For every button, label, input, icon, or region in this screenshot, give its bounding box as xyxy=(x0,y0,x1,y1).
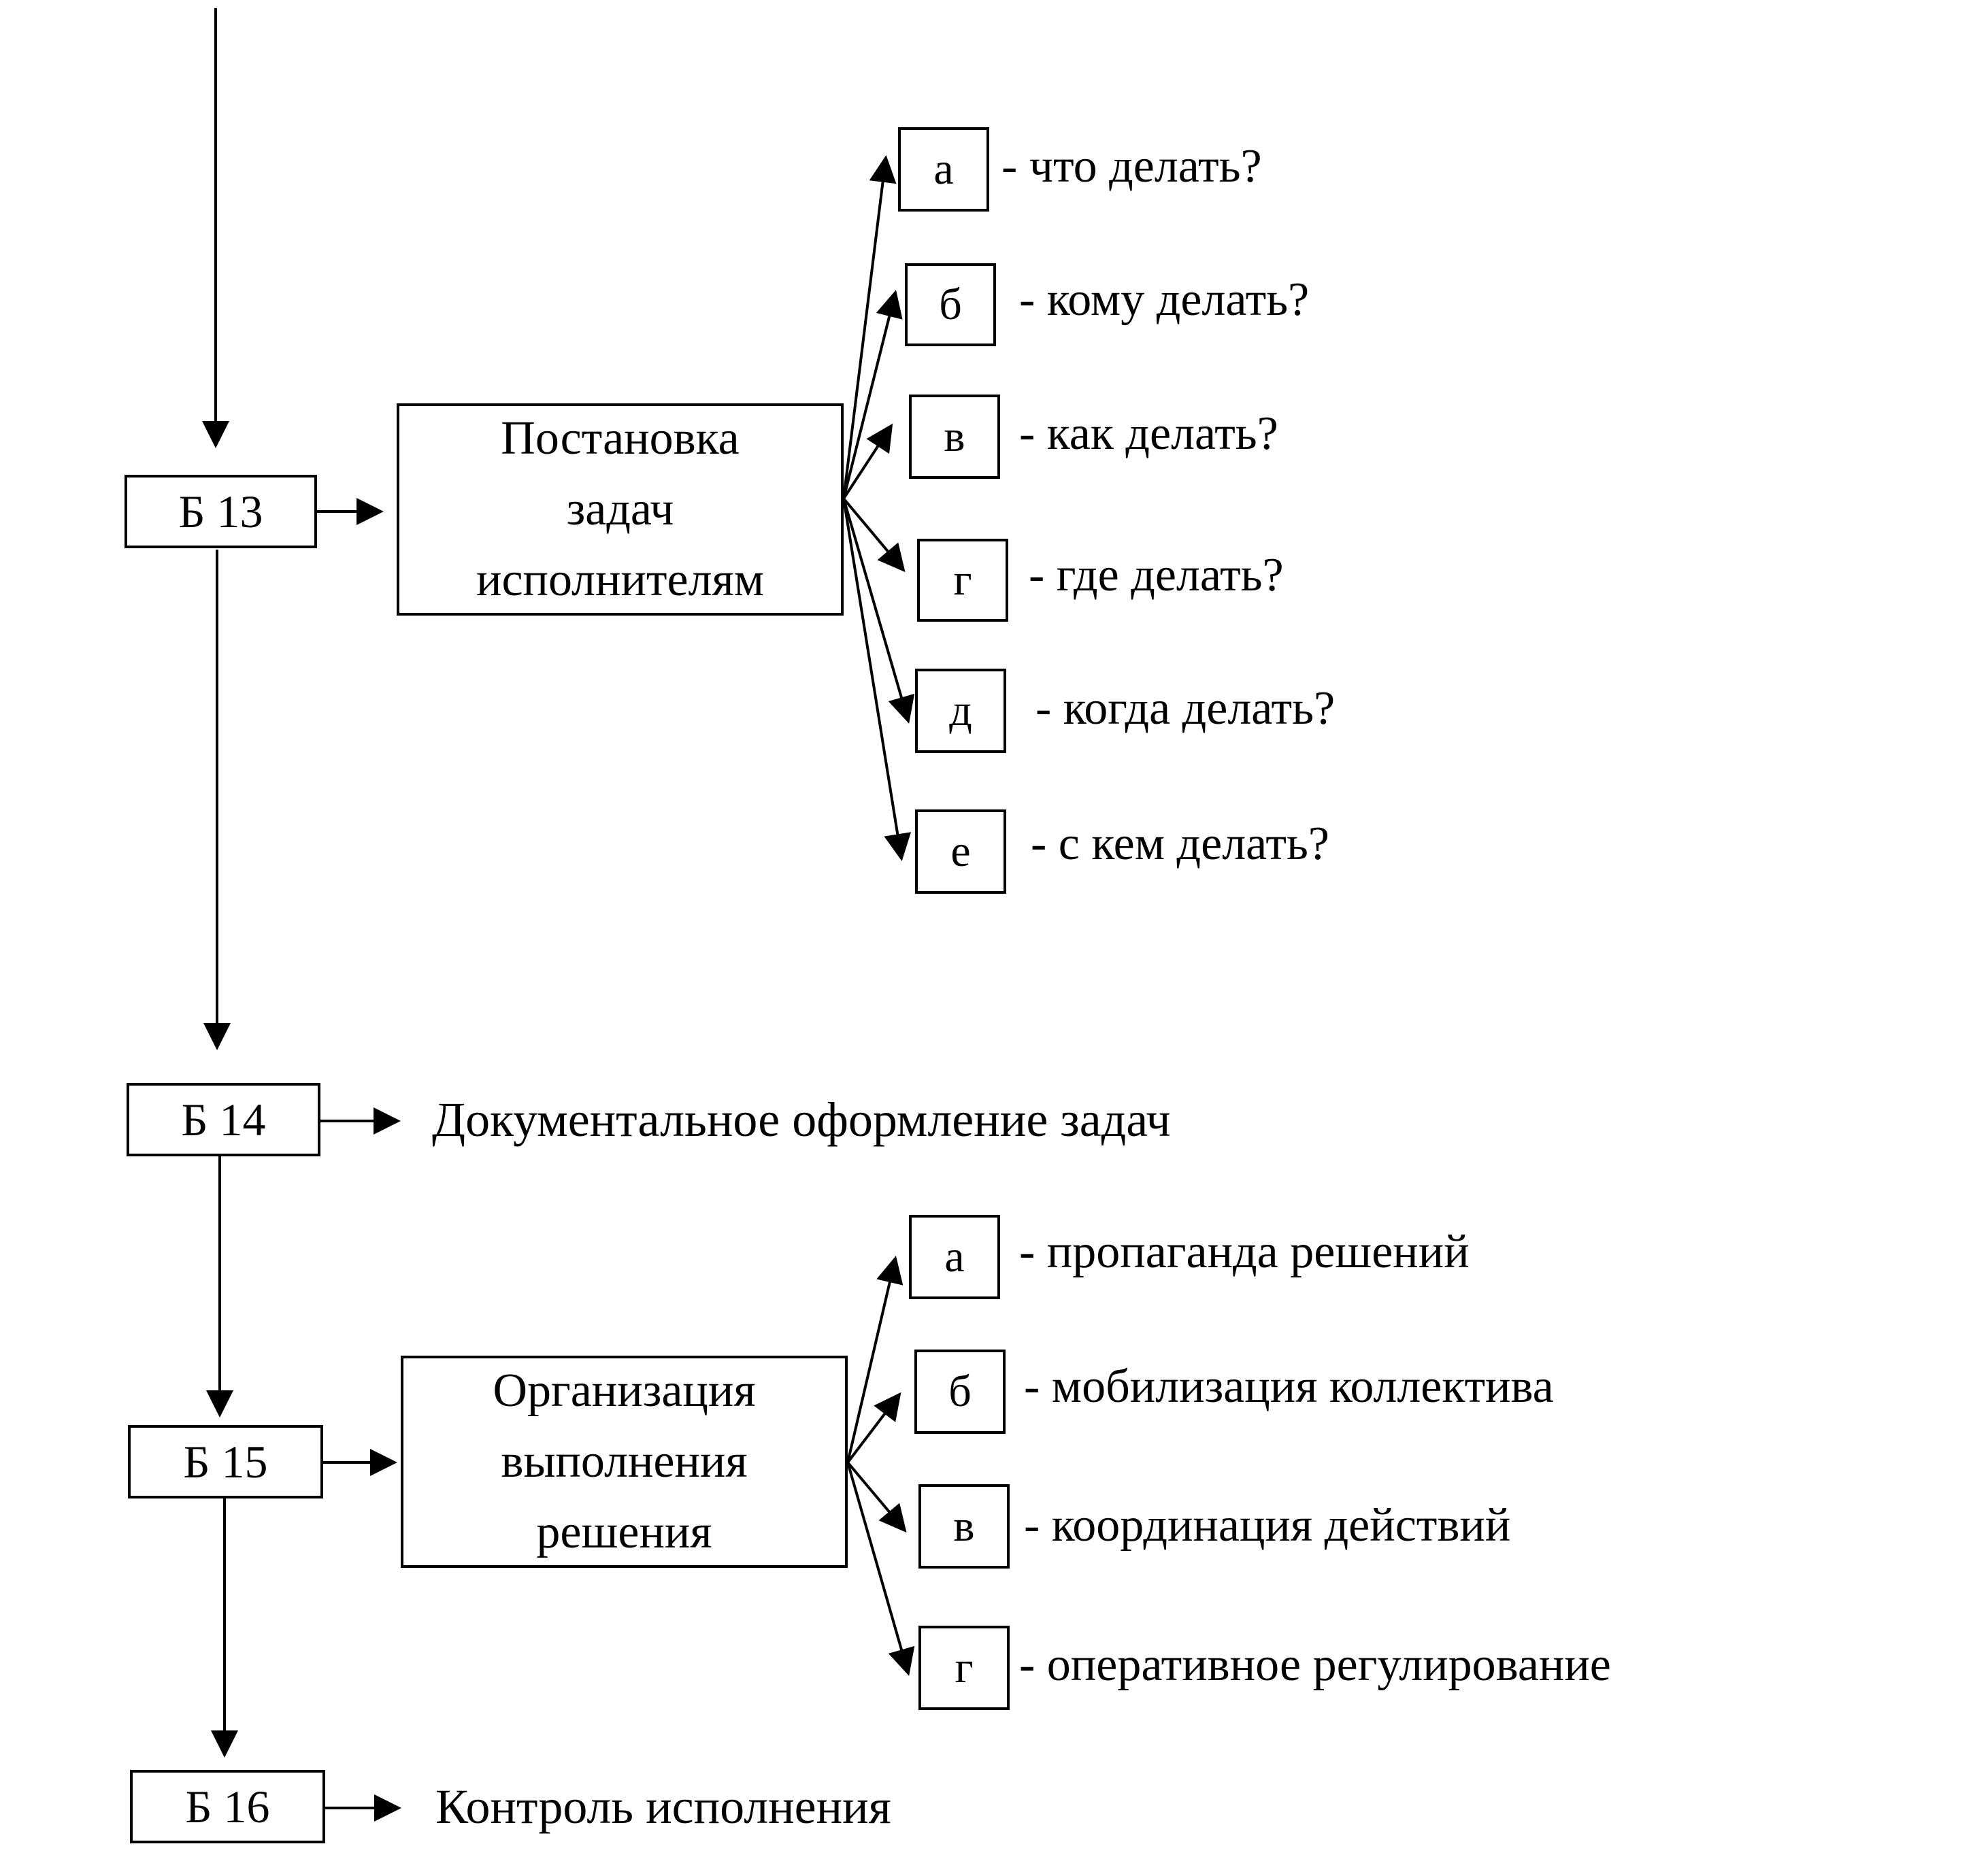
documentation-label: Документальное оформление задач xyxy=(432,1092,1171,1147)
execution-control-label: Контроль исполнения xyxy=(435,1779,891,1834)
fan13-a xyxy=(842,155,897,499)
fan13-e xyxy=(842,498,912,861)
step-b16: Б 16 xyxy=(130,1770,325,1843)
task-item-d-text: - когда делать? xyxy=(1035,682,1336,735)
step-b13: Б 13 xyxy=(125,475,317,548)
task-item-d-box: д xyxy=(915,669,1006,753)
fan15-g xyxy=(846,1462,915,1676)
execution-organization-line-2: выполнения xyxy=(501,1435,748,1488)
task-assignment-line-2: задач xyxy=(566,483,674,535)
task-item-g-text: - где делать? xyxy=(1029,549,1284,601)
execution-item-b-box: б xyxy=(914,1350,1006,1434)
fan13-b xyxy=(842,290,903,499)
execution-item-v-box: в xyxy=(918,1484,1010,1569)
fan13-g xyxy=(842,497,906,573)
fan15-b xyxy=(846,1392,901,1464)
execution-organization-line-1: Организация xyxy=(493,1364,756,1417)
task-item-v-box: в xyxy=(909,395,1000,479)
task-item-g-box: г xyxy=(917,539,1008,622)
step-b15: Б 15 xyxy=(128,1425,323,1498)
fan13-v xyxy=(842,423,893,500)
step-b14: Б 14 xyxy=(127,1083,320,1156)
execution-organization-line-3: решения xyxy=(536,1506,712,1558)
task-assignment-line-3: исполнителям xyxy=(476,554,764,606)
fan15-v xyxy=(846,1461,907,1533)
task-item-a-text: - что делать? xyxy=(1001,140,1262,192)
execution-item-b-text: - мобилизация коллектива xyxy=(1024,1360,1554,1413)
task-item-e-box: е xyxy=(915,809,1006,894)
execution-item-v-text: - координация действий xyxy=(1024,1499,1511,1552)
execution-item-g-text: - оперативное регулирование xyxy=(1019,1639,1611,1691)
execution-item-a-text: - пропаганда решений xyxy=(1019,1226,1470,1278)
task-item-b-text: - кому делать? xyxy=(1019,273,1310,326)
fan13-d xyxy=(842,498,915,724)
task-item-e-text: - с кем делать? xyxy=(1031,818,1329,870)
task-item-v-text: - как делать? xyxy=(1019,407,1278,460)
execution-item-g-box: г xyxy=(918,1626,1010,1710)
task-assignment-line-1: Постановка xyxy=(501,412,740,465)
execution-item-a-box: а xyxy=(909,1215,1000,1299)
task-item-b-box: б xyxy=(905,263,996,346)
execution-organization-box: Организация выполнения решения xyxy=(401,1356,848,1568)
fan15-a xyxy=(846,1256,903,1463)
task-assignment-box: Постановка задач исполнителям xyxy=(397,403,844,616)
task-item-a-box: а xyxy=(898,127,989,212)
